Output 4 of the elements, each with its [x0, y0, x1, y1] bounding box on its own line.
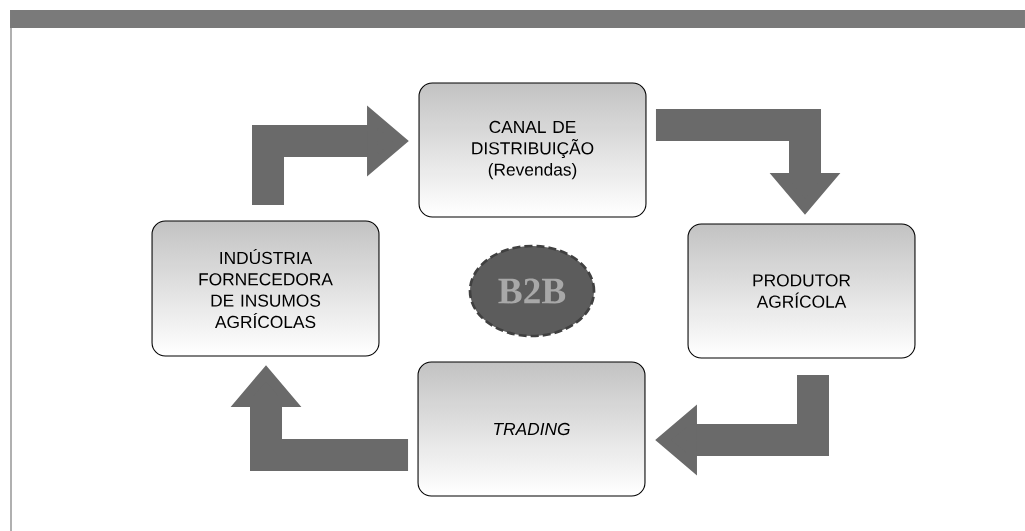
process-box: CANAL DE DISTRIBUIÇÃO (Revendas): [418, 82, 647, 218]
process-box: TRADING: [417, 361, 646, 497]
process-box: PRODUTOR AGRÍCOLA: [687, 223, 916, 359]
process-box: INDÚSTRIA FORNECEDORA DE INSUMOS AGRÍCOLAS: [151, 220, 380, 357]
